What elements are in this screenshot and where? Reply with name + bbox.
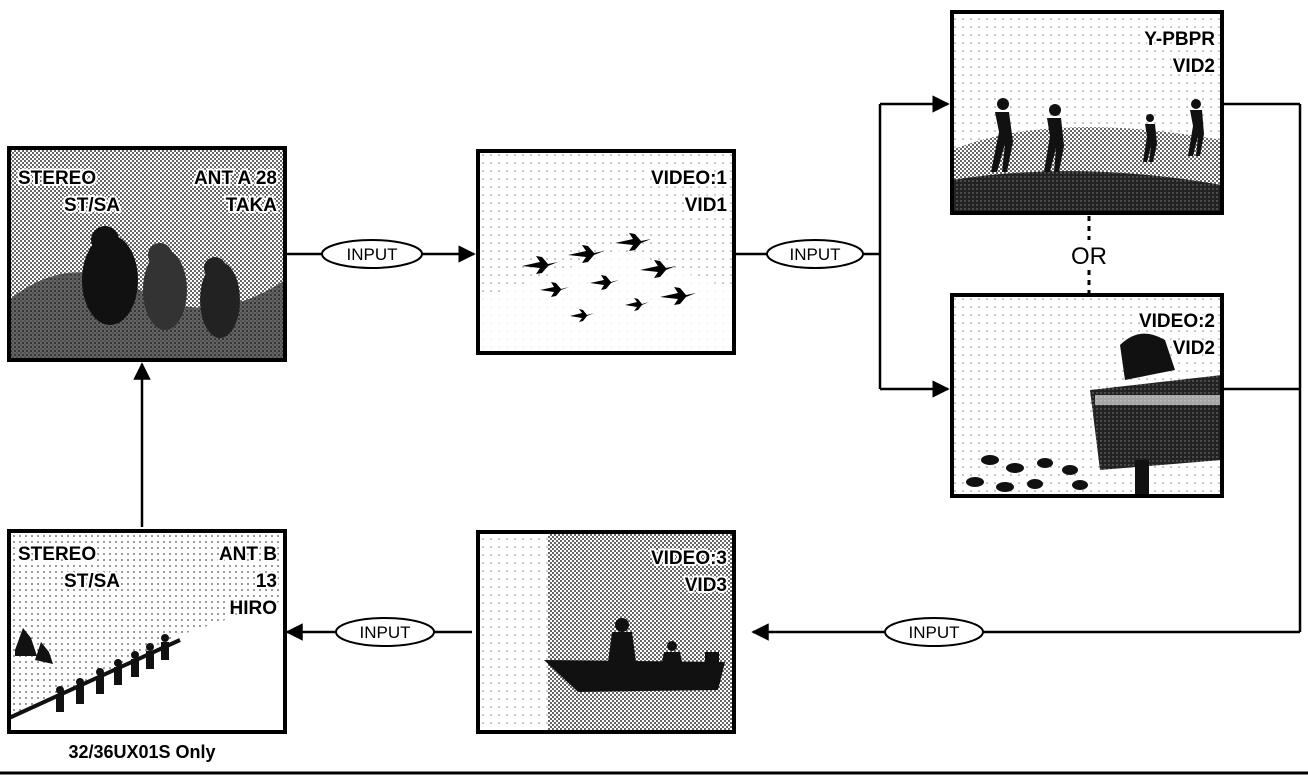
sea-lion-icon [82,226,240,338]
input-id-label: VID2 [1173,338,1215,359]
input-pill-label: INPUT [909,623,960,642]
input-id-label: VID1 [685,195,728,216]
channel-label: ANT A 28 [194,168,277,189]
input-pill-label: INPUT [347,245,398,264]
screen-ant-b: STEREO ST/SA ANT B 13 HIRO [7,529,287,734]
antenna-label: ANT B [219,544,277,565]
hikers-icon [991,98,1204,172]
audio-mode-label: STEREO [18,168,96,189]
input-id-label: VID2 [1173,56,1215,77]
input-name-label: VIDEO:3 [651,548,727,569]
input-pill-2: INPUT [766,239,864,269]
audio-mode-label: STEREO [18,544,96,565]
jet-formation-icon [522,233,696,322]
audio-sap-label: ST/SA [64,195,120,216]
input-pill-label: INPUT [790,245,841,264]
input-pill-1: INPUT [321,239,423,269]
pier-icon [1090,333,1222,496]
station-id-label: TAKA [226,195,278,216]
input-id-label: VID3 [685,575,727,596]
input-pill-4: INPUT [335,617,435,647]
boat-icon [544,618,725,692]
climbers-icon [15,628,169,712]
input-pill-3: INPUT [884,617,984,647]
connector-wires [133,95,1302,641]
screen-ant-a: STEREO ST/SA ANT A 28 TAKA [7,146,287,362]
input-pill-label: INPUT [360,623,411,642]
model-caption: 32/36UX01S Only [68,742,215,762]
screen-video3: VIDEO:3 VID3 [476,530,736,734]
audio-sap-label: ST/SA [64,571,120,592]
input-name-label: Y-PBPR [1144,29,1215,50]
input-name-label: VIDEO:2 [1139,311,1215,332]
ducks-icon [966,455,1088,492]
station-id-label: HIRO [230,598,278,619]
input-name-label: VIDEO:1 [651,168,727,189]
screen-video2: VIDEO:2 VID2 [950,293,1224,498]
channel-number-label: 13 [256,571,277,592]
screen-video1: VIDEO:1 VID1 [476,149,736,355]
or-label: OR [1071,243,1107,270]
screen-ypbpr: Y-PBPR VID2 [950,10,1224,215]
